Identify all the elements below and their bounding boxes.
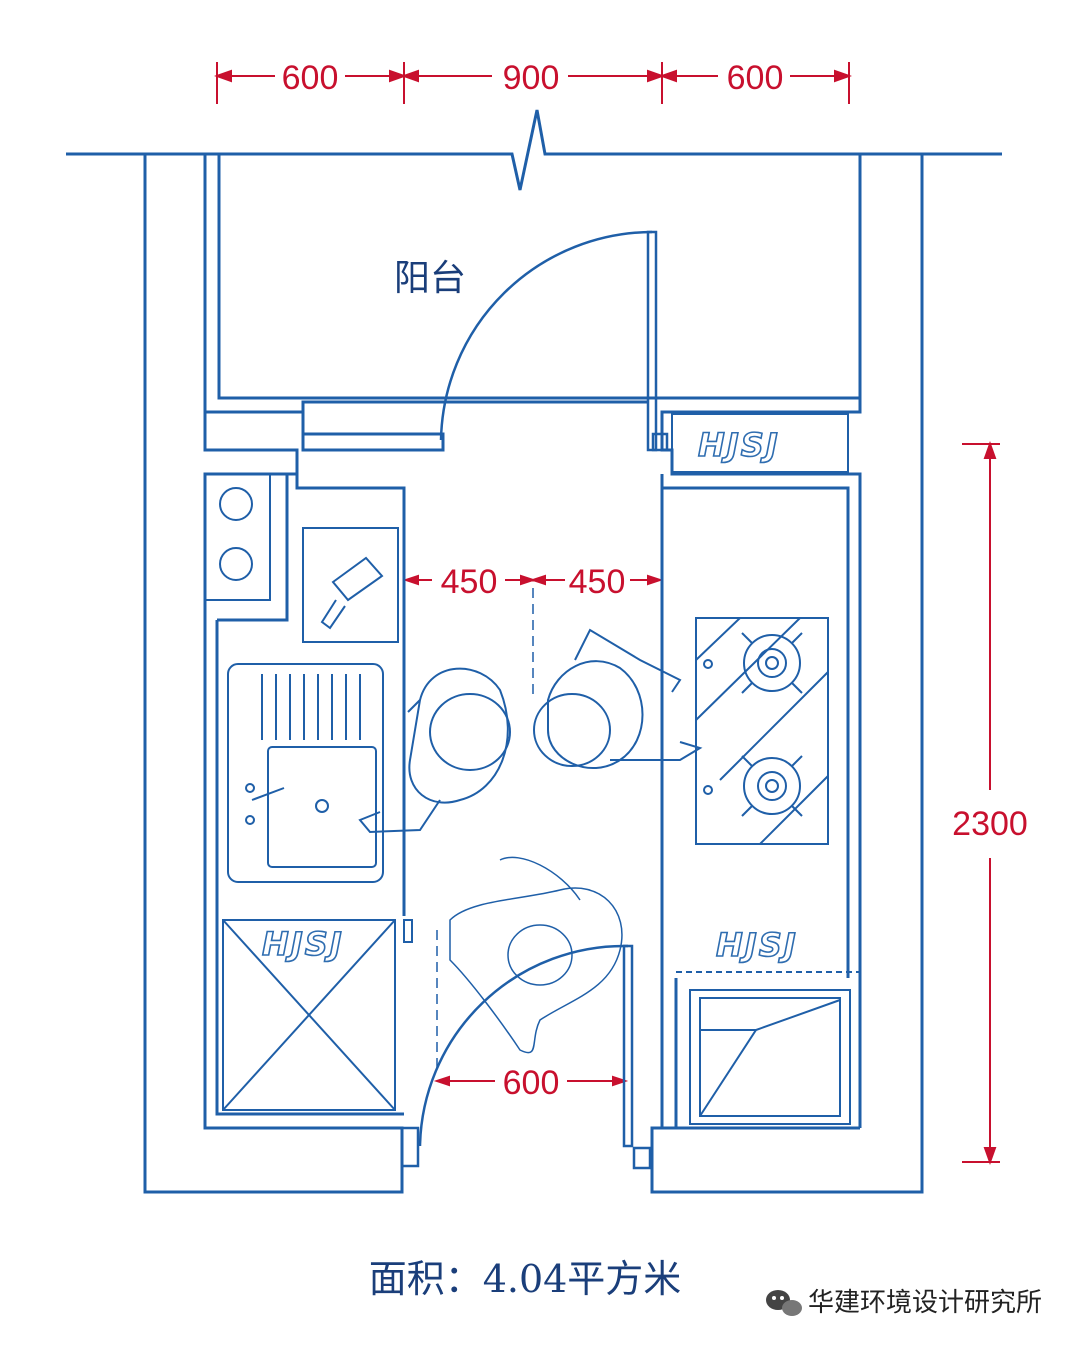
top-dimension-chain bbox=[214, 62, 852, 104]
dim-right-height: 2300 bbox=[952, 805, 1028, 843]
washer-cabinet bbox=[676, 971, 860, 1125]
person-icon bbox=[358, 667, 511, 834]
dim-aisle-right: 450 bbox=[569, 563, 626, 601]
wechat-icon bbox=[766, 1290, 802, 1316]
logo-box bbox=[671, 413, 849, 473]
walls bbox=[66, 109, 1002, 1194]
dim-top-middle: 900 bbox=[503, 59, 560, 97]
area-caption: 面积：4.04平方米 bbox=[369, 1257, 682, 1301]
dim-aisle-left: 450 bbox=[441, 563, 498, 601]
small-appliance bbox=[204, 473, 271, 601]
brand-logo-top: HJSJ bbox=[698, 426, 780, 464]
clearance-lines bbox=[436, 588, 534, 1070]
person-icon bbox=[449, 856, 623, 1054]
dim-top-right: 600 bbox=[727, 59, 784, 97]
dim-top-left: 600 bbox=[282, 59, 339, 97]
brand-logo-left: HJSJ bbox=[262, 925, 344, 963]
cleaver-icon bbox=[320, 556, 384, 630]
gas-stove-icon bbox=[695, 617, 829, 845]
room-label-balcony: 阳台 bbox=[394, 258, 466, 299]
aisle-dimension-lines bbox=[402, 574, 664, 1087]
cutting-board bbox=[302, 527, 399, 643]
sink-icon bbox=[227, 663, 384, 883]
person-icon bbox=[533, 628, 703, 770]
entrance-door[interactable] bbox=[400, 944, 652, 1170]
balcony-door[interactable] bbox=[439, 230, 669, 452]
refrigerator-icon bbox=[222, 919, 413, 1111]
right-dimension-line bbox=[962, 441, 1000, 1165]
brand-logo-right: HJSJ bbox=[716, 926, 798, 964]
dim-door-width: 600 bbox=[503, 1064, 560, 1102]
watermark-text: 华建环境设计研究所 bbox=[808, 1288, 1042, 1318]
